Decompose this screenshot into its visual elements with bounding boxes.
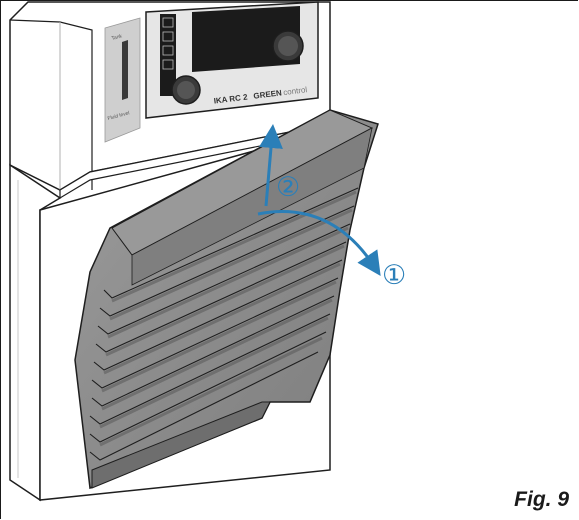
level-label-panel: Tank Fluid level (104, 17, 141, 143)
panel-label-bottom: Fluid level (107, 110, 130, 122)
grille-slats (89, 187, 359, 461)
panel-label-top: Tank (111, 33, 123, 42)
arrow-step-2 (259, 124, 283, 207)
menu-icon[interactable] (162, 17, 174, 28)
arrow-step-1 (257, 210, 381, 276)
figure-caption: Fig. 9 (514, 488, 569, 511)
timer-icon[interactable] (162, 45, 174, 56)
home-icon[interactable] (162, 59, 174, 70)
model-label: IKA RC 2 (213, 92, 248, 105)
grille-panel[interactable] (74, 109, 379, 490)
settings-icon[interactable] (162, 31, 174, 42)
model-label-suffix: control (283, 85, 308, 97)
control-panel: IKA RC 2 GREEN control (145, 1, 319, 119)
model-label-green: GREEN (253, 88, 283, 100)
step-2-label: ② (276, 172, 300, 203)
step-1-label: ① (382, 260, 406, 291)
display-screen (192, 6, 300, 72)
